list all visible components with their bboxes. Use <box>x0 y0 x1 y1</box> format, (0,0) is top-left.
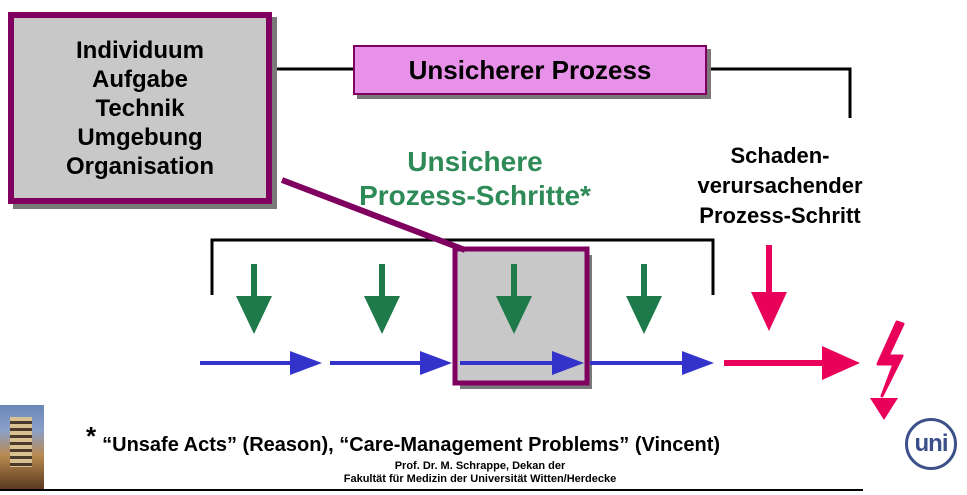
blue-arrow-1 <box>200 351 322 375</box>
unsafe-steps-label: Unsichere Prozess-Schritte* <box>325 145 625 213</box>
factor-umgebung: Umgebung <box>77 123 203 151</box>
author-line-1: Prof. Dr. M. Schrappe, Dekan der <box>394 460 566 472</box>
blue-arrow-3 <box>460 351 584 375</box>
green-arrow-1 <box>236 264 272 334</box>
footer-divider <box>0 489 863 491</box>
factor-organisation: Organisation <box>65 152 215 180</box>
green-arrow-2 <box>364 264 400 334</box>
author-credit: Prof. Dr. M. Schrappe, Dekan der Fakultä… <box>200 460 760 486</box>
harm-step-label: Schaden- verursachender Prozess-Schritt <box>655 141 905 231</box>
footnote: *“Unsafe Acts” (Reason), “Care-Managemen… <box>86 421 720 457</box>
factor-link-line <box>280 177 467 253</box>
process-connector-line <box>272 67 852 118</box>
author-line-2: Fakultät für Medizin der Universität Wit… <box>343 473 617 485</box>
footnote-text: “Unsafe Acts” (Reason), “Care-Management… <box>102 434 721 456</box>
footnote-star: * <box>86 421 97 451</box>
lightning-arrowhead-icon <box>870 398 898 420</box>
university-logo: uni <box>905 418 957 470</box>
blue-arrow-2 <box>330 351 452 375</box>
unsafe-steps-bracket <box>210 238 715 295</box>
contributing-factors-box: Individuum Aufgabe Technik Umgebung Orga… <box>8 12 272 204</box>
university-building-image <box>0 405 44 489</box>
factor-technik: Technik <box>95 94 185 122</box>
unsafe-steps-line-2: Prozess-Schritte* <box>359 180 591 211</box>
unsafe-steps-line-1: Unsichere <box>407 146 543 177</box>
green-arrow-4 <box>626 264 662 334</box>
red-down-arrow <box>751 245 787 331</box>
red-horizontal-arrow <box>724 346 860 380</box>
logo-text: uni <box>914 430 949 457</box>
factor-aufgabe: Aufgabe <box>92 65 188 93</box>
lightning-bolt-icon <box>876 320 905 398</box>
harm-step-line-3: Prozess-Schritt <box>699 203 861 228</box>
blue-arrow-4 <box>590 351 714 375</box>
unsafe-process-box: Unsicherer Prozess <box>353 45 707 95</box>
harm-step-line-2: verursachender <box>697 173 863 198</box>
harm-step-line-1: Schaden- <box>730 143 830 168</box>
factor-individuum: Individuum <box>76 36 204 64</box>
green-arrow-3 <box>496 264 532 334</box>
